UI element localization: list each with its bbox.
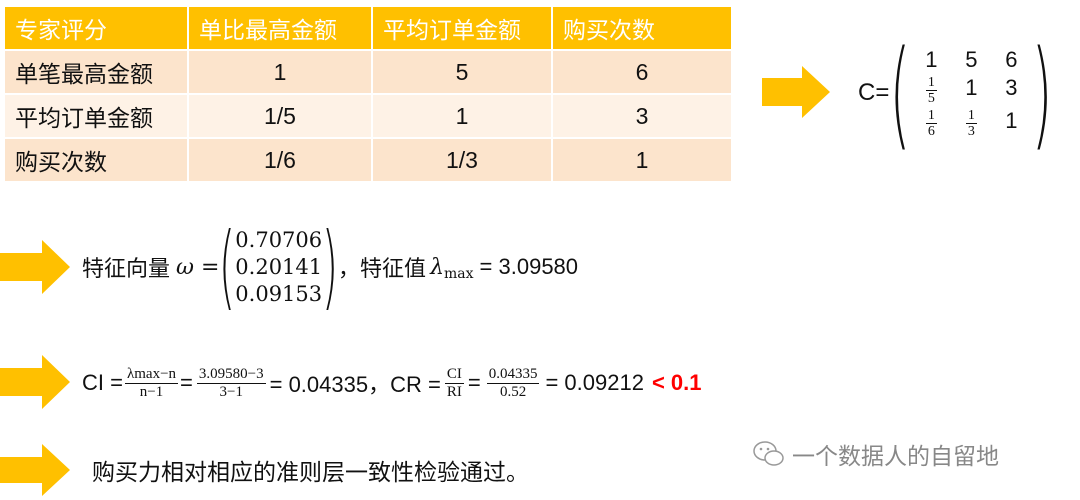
threshold: < 0.1 — [651, 370, 702, 395]
ci-result: = 0.04335，CR = — [269, 372, 441, 397]
cell: 1 — [551, 137, 733, 183]
eigenvalue-label: ，特征值 — [338, 256, 427, 281]
vector-entry: 0.20141 — [235, 254, 323, 279]
matrix-cell: 6 — [1005, 46, 1018, 72]
matrix-cell: 1 — [1005, 107, 1018, 133]
comparison-table: 专家评分 单比最高金额 平均订单金额 购买次数 单笔最高金额 1 5 6 平均订… — [3, 5, 733, 183]
wechat-icon — [753, 441, 784, 466]
arrow-right-icon — [0, 355, 70, 409]
eigen-line: 特征向量 ω = ( 0.70706 0.20141 0.09153 ) ，特征… — [82, 213, 579, 320]
eigenvector-label: 特征向量 — [82, 256, 171, 281]
denominator: RI — [446, 383, 462, 400]
equals: = — [467, 370, 481, 395]
denominator: 3 — [967, 123, 975, 139]
header-cell: 购买次数 — [551, 5, 733, 51]
header-cell: 专家评分 — [3, 5, 189, 51]
row-label: 单笔最高金额 — [3, 49, 189, 95]
cell: 6 — [551, 49, 733, 95]
table-row: 单笔最高金额 1 5 6 — [3, 49, 733, 95]
numerator: CI — [444, 365, 464, 384]
omega-symbol: ω = — [176, 254, 220, 280]
denominator: 3−1 — [219, 383, 243, 400]
cell: 1/6 — [187, 137, 373, 183]
vector-entry: 0.09153 — [235, 281, 323, 306]
matrix-cell: 1 — [925, 46, 938, 72]
row-label: 购买次数 — [3, 137, 189, 183]
matrix-cell: 3 — [1005, 74, 1018, 100]
denominator: n−1 — [139, 383, 164, 400]
denominator: 6 — [927, 123, 935, 139]
left-paren: ( — [890, 23, 911, 162]
cell: 1/5 — [187, 93, 373, 139]
cell: 3 — [551, 93, 733, 139]
ci-label: CI = — [82, 370, 123, 395]
arrow-right-icon — [762, 66, 830, 118]
matrix-label: C= — [858, 78, 890, 106]
cr-result: = 0.09212 — [545, 370, 644, 395]
lambda-subscript: max — [444, 266, 474, 282]
numerator: 1 — [925, 107, 937, 124]
numerator: 1 — [965, 107, 977, 124]
right-paren: ) — [1032, 23, 1053, 162]
cell: 5 — [371, 49, 553, 95]
table-row: 平均订单金额 1/5 1 3 — [3, 93, 733, 139]
matrix-cell: 5 — [965, 46, 978, 72]
arrow-right-icon — [0, 444, 70, 496]
vector-entry: 0.70706 — [235, 227, 323, 252]
header-cell: 单比最高金额 — [187, 5, 373, 51]
numerator: 1 — [925, 74, 937, 91]
lambda-symbol: λ — [430, 254, 445, 280]
equals: = — [180, 370, 193, 395]
numerator: λmax−n — [124, 365, 179, 384]
left-paren: ( — [219, 213, 236, 320]
arrow-right-icon — [0, 240, 70, 294]
row-label: 平均订单金额 — [3, 93, 189, 139]
watermark: 一个数据人的自留地 — [752, 436, 999, 472]
denominator: 5 — [927, 90, 935, 106]
eigenvector: 0.70706 0.20141 0.09153 — [235, 227, 322, 308]
conclusion: 购买力相对相应的准则层一致性检验通过。 — [92, 459, 529, 485]
cell: 1 — [187, 49, 373, 95]
denominator: 0.52 — [499, 383, 527, 400]
matrix-cell: 1 — [965, 74, 978, 100]
eigenvalue: = 3.09580 — [479, 254, 579, 279]
numerator: 3.09580−3 — [196, 365, 266, 384]
watermark-text: 一个数据人的自留地 — [792, 443, 999, 469]
cell: 1/3 — [371, 137, 553, 183]
right-paren: ) — [322, 213, 339, 320]
table-header-row: 专家评分 单比最高金额 平均订单金额 购买次数 — [3, 5, 733, 51]
header-cell: 平均订单金额 — [371, 5, 553, 51]
table-row: 购买次数 1/6 1/3 1 — [3, 137, 733, 183]
cell: 1 — [371, 93, 553, 139]
numerator: 0.04335 — [486, 365, 540, 384]
